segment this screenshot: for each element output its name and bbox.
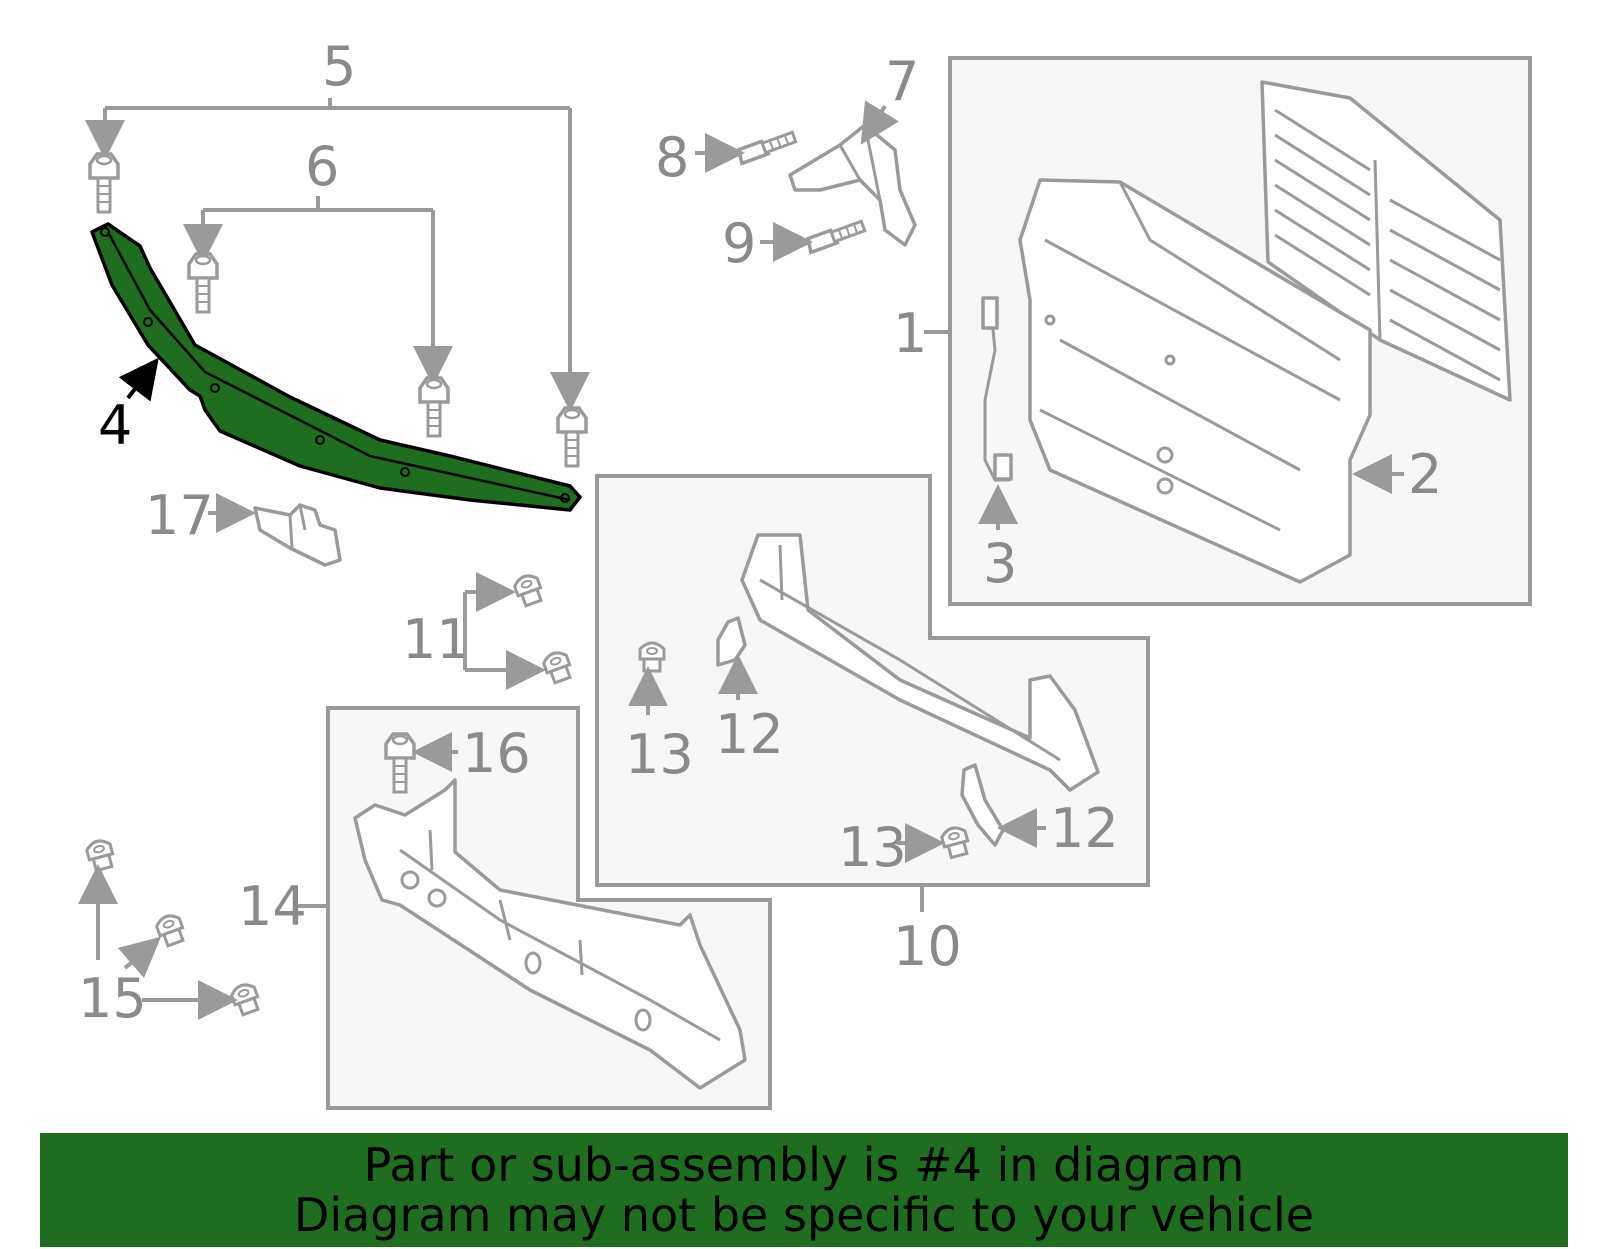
part-14-absorber	[353, 778, 747, 1090]
callout-14: 14	[238, 875, 307, 938]
callout-12-upper: 12	[715, 703, 784, 766]
callout-17: 17	[145, 484, 214, 547]
callout-13-lower: 13	[838, 816, 907, 879]
callout-9: 9	[722, 212, 756, 275]
part-10-bumper-beam	[740, 533, 1100, 792]
callout-12-lower: 12	[1050, 797, 1119, 860]
info-banner: Part or sub-assembly is #4 in diagram Di…	[40, 1133, 1568, 1247]
callout-10: 10	[893, 915, 962, 978]
callout-4: 4	[98, 394, 132, 457]
part-17-sensor	[253, 503, 342, 567]
callout-8: 8	[655, 126, 689, 189]
banner-line-2: Diagram may not be specific to your vehi…	[293, 1188, 1315, 1242]
callout-13-upper: 13	[625, 723, 694, 786]
callout-15: 15	[78, 967, 147, 1030]
callout-11: 11	[402, 608, 471, 671]
part-2-shutter	[1260, 80, 1512, 402]
callout-1: 1	[893, 302, 927, 365]
callout-3: 3	[983, 532, 1017, 595]
callout-5: 5	[322, 35, 356, 98]
callout-16: 16	[462, 722, 531, 785]
part-4-highlighted	[90, 222, 582, 512]
banner-line-1: Part or sub-assembly is #4 in diagram	[363, 1138, 1245, 1192]
part-3-harness	[981, 296, 1013, 482]
callout-6: 6	[305, 135, 339, 198]
part-1-carrier	[1018, 178, 1372, 584]
callout-2: 2	[1408, 443, 1442, 506]
callout-7: 7	[885, 50, 919, 113]
